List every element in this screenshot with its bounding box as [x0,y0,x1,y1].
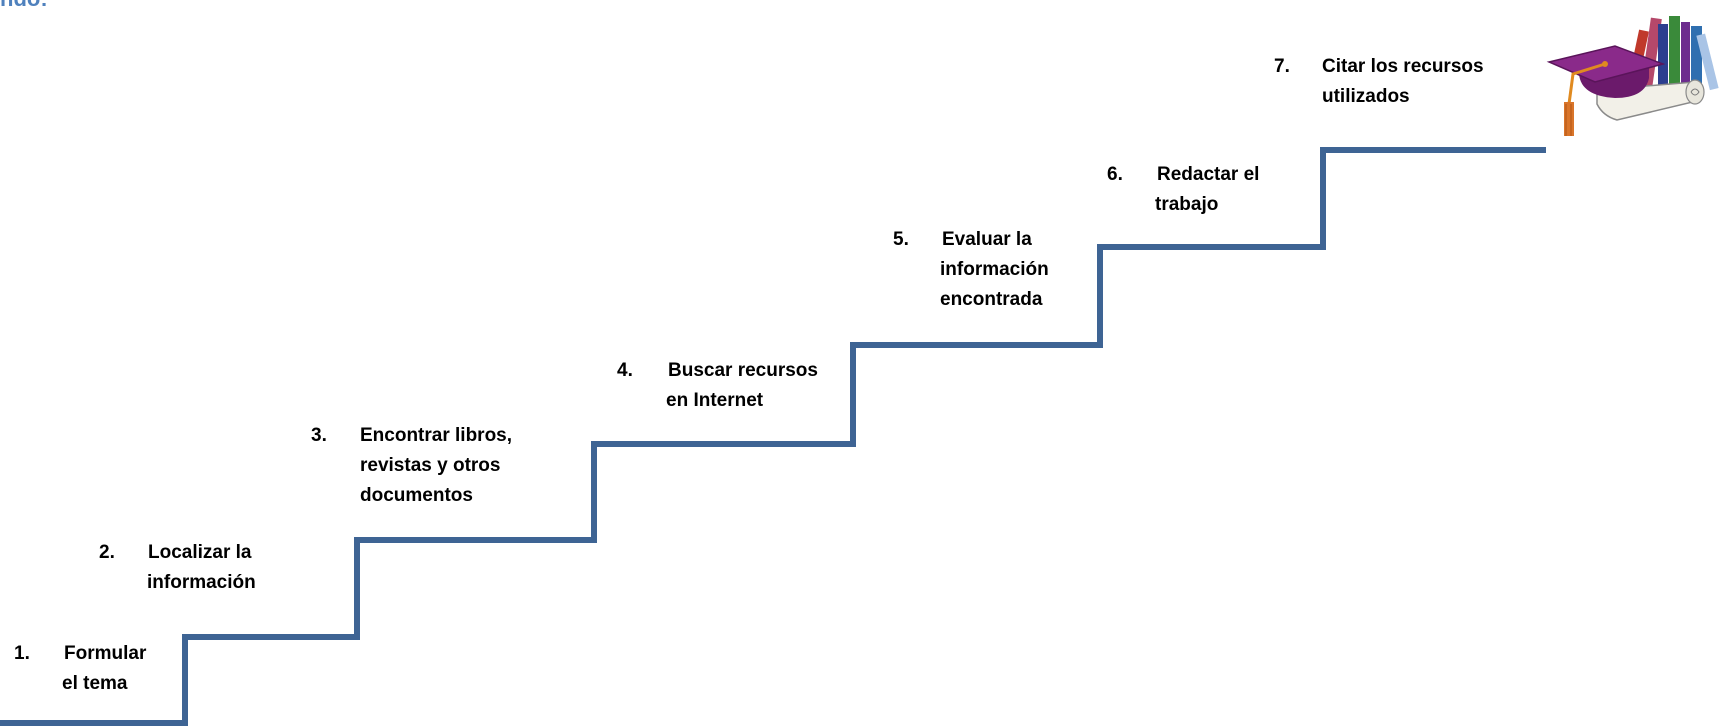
step-5-line-2: información [940,259,1049,280]
step-2: 2. Localizar la información [99,538,256,598]
step-2-number: 2. [99,542,115,563]
step-5-number: 5. [893,229,909,250]
step-7-line-1: Citar los recursos [1322,56,1484,77]
step-3-number: 3. [311,425,327,446]
header-fragment: ndo: [0,0,48,12]
step-3-line-2: revistas y otros [360,455,501,476]
step-2-line-2: información [147,572,256,593]
step-5-line-3: encontrada [940,289,1043,310]
graduation-cap-and-books-icon [1546,16,1719,136]
step-1-line-1: Formular [64,643,147,664]
step-4: 4. Buscar recursos en Internet [617,356,818,416]
step-6-number: 6. [1107,164,1123,185]
step-7: 7. Citar los recursos utilizados [1274,52,1484,112]
staircase-line [0,147,1546,726]
step-1: 1. Formular el tema [14,639,146,699]
step-6-line-2: trabajo [1155,194,1219,215]
step-7-line-2: utilizados [1322,86,1410,107]
step-7-number: 7. [1274,56,1290,77]
step-3: 3. Encontrar libros, revistas y otros do… [311,421,512,511]
step-4-number: 4. [617,360,633,381]
step-5: 5. Evaluar la información encontrada [893,225,1049,315]
step-1-line-2: el tema [62,673,128,694]
step-5-line-1: Evaluar la [942,229,1032,250]
step-3-line-1: Encontrar libros, [360,425,513,446]
step-6: 6. Redactar el trabajo [1107,160,1259,220]
step-2-line-1: Localizar la [148,542,252,563]
step-1-number: 1. [14,643,30,664]
step-4-line-2: en Internet [666,390,764,411]
step-6-line-1: Redactar el [1157,164,1260,185]
step-3-line-3: documentos [360,485,473,506]
step-4-line-1: Buscar recursos [668,360,818,381]
